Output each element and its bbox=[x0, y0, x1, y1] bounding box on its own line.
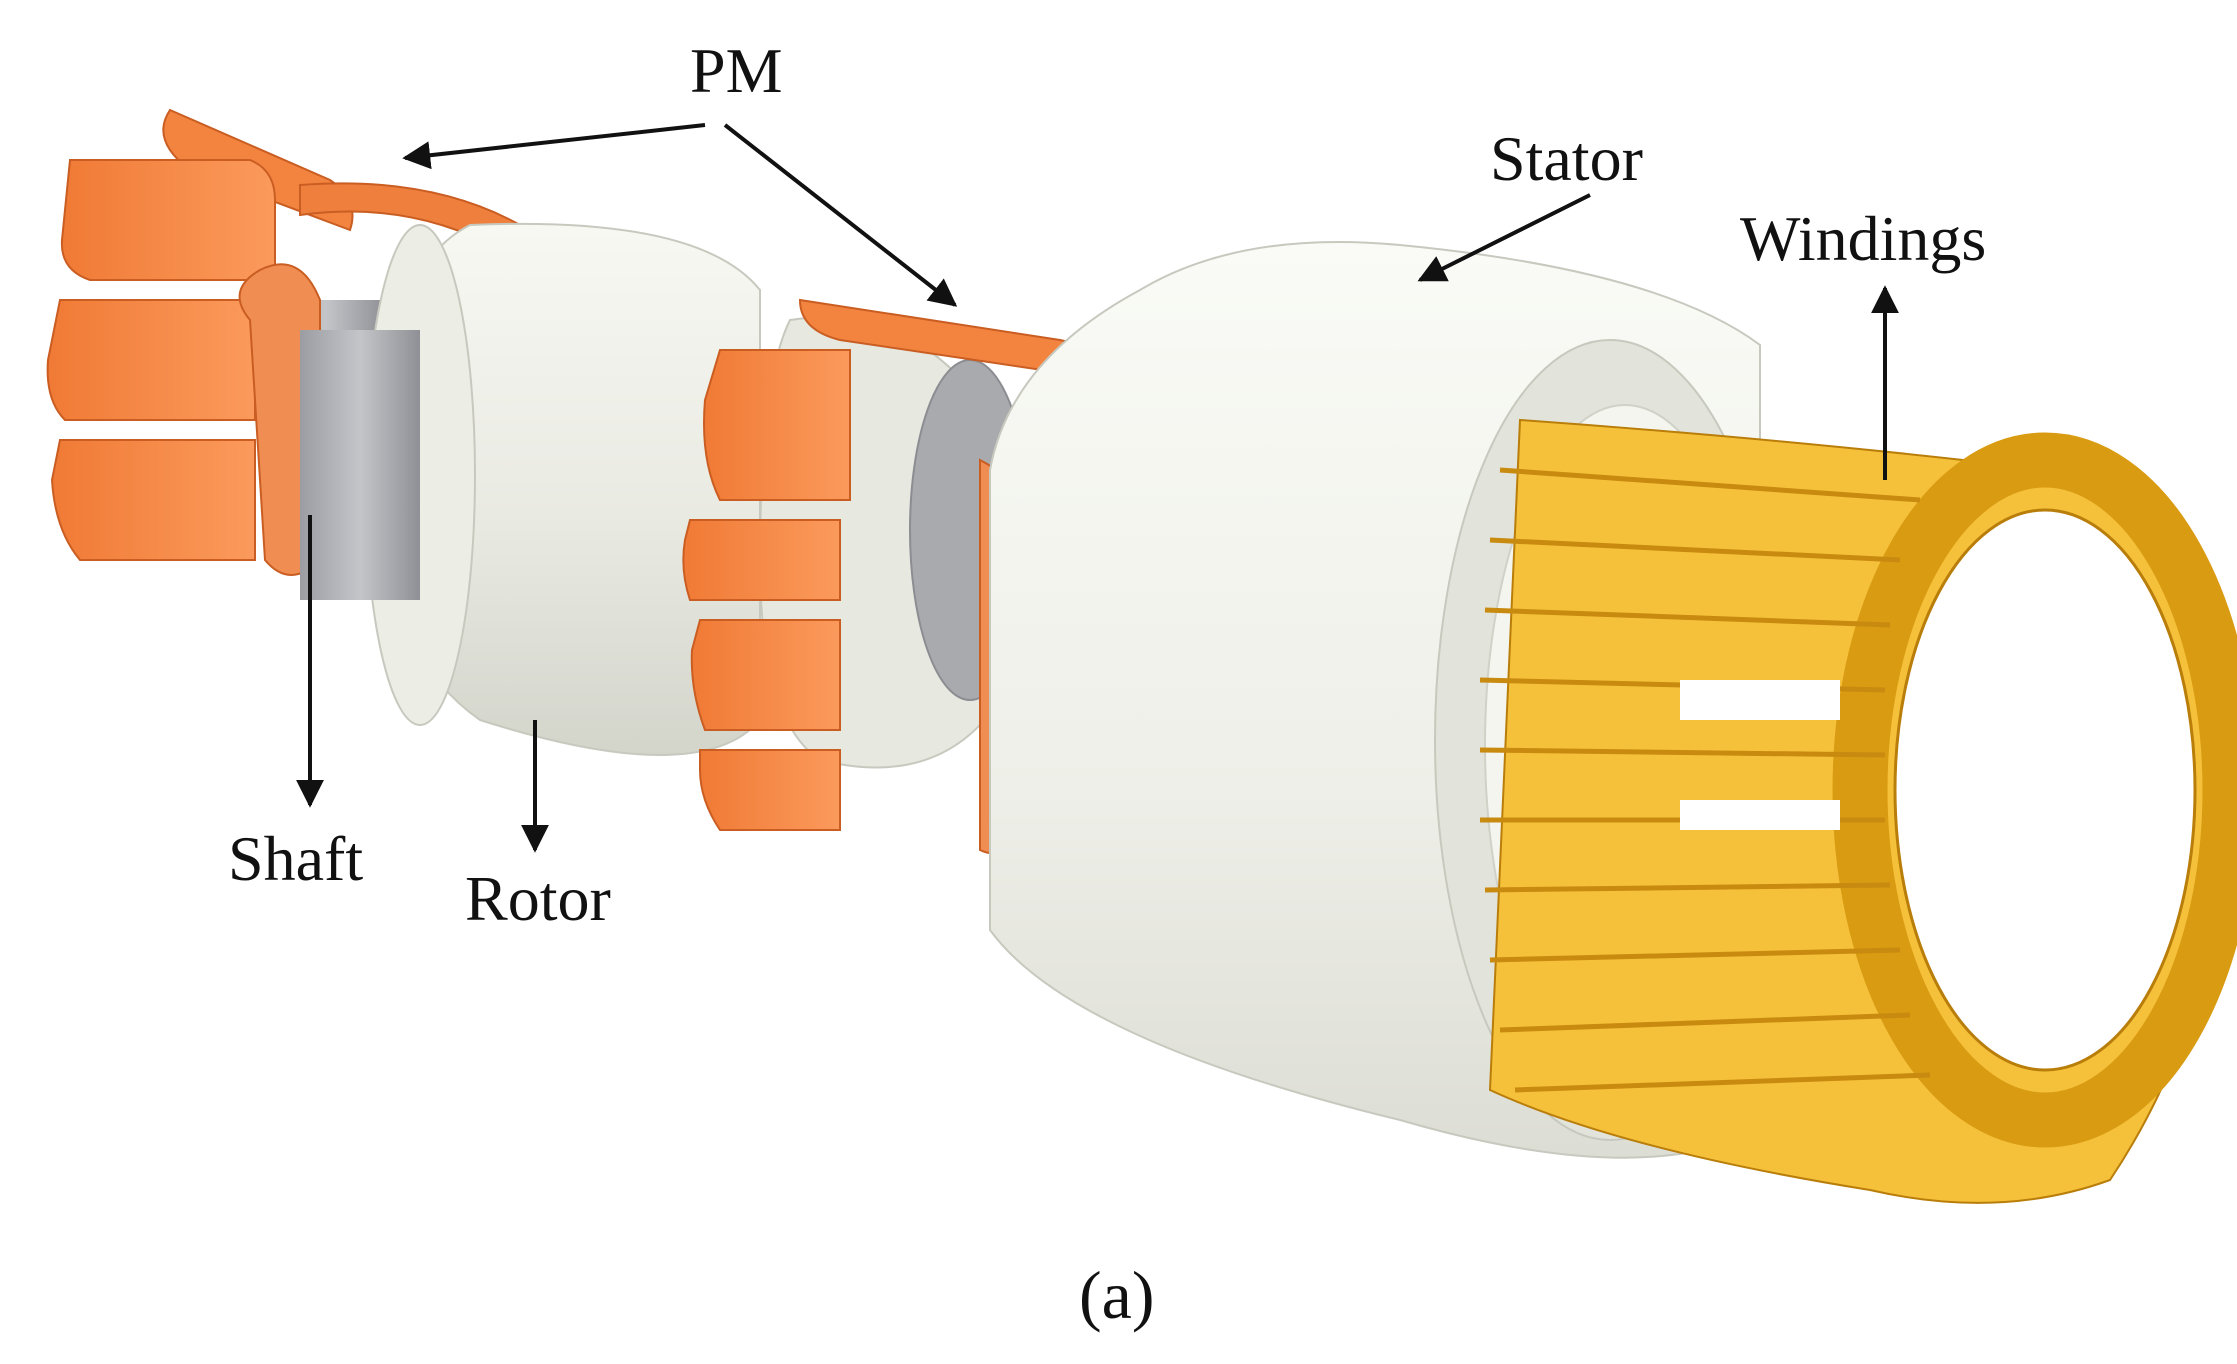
windings bbox=[1479, 418, 2237, 1204]
label-stator: Stator bbox=[1490, 123, 1643, 194]
pm-arrow-left bbox=[402, 123, 706, 170]
rotor bbox=[300, 222, 761, 756]
stator-arrow bbox=[1417, 193, 1591, 282]
pm-arrow-right bbox=[723, 123, 958, 307]
label-windings: Windings bbox=[1740, 203, 1986, 274]
label-rotor: Rotor bbox=[465, 863, 611, 934]
label-pm: PM bbox=[690, 35, 783, 106]
figure-caption: (a) bbox=[1079, 1257, 1154, 1333]
label-shaft: Shaft bbox=[228, 823, 363, 894]
